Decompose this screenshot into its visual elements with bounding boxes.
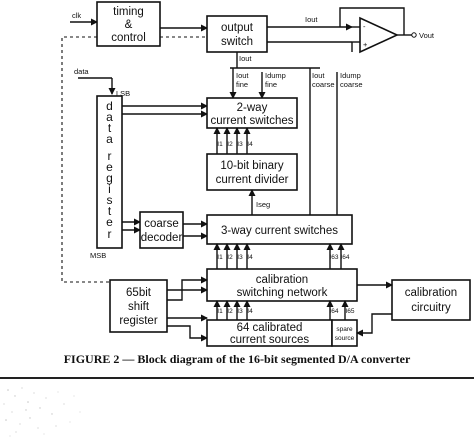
data-register-char: r (108, 149, 112, 163)
iout-bus-label: Iout (239, 54, 252, 63)
tap-label: I3 (237, 308, 243, 315)
timing-control-line3: control (111, 32, 146, 44)
idump-coarse-label-2: coarse (340, 80, 363, 89)
tap-label: I4 (247, 254, 253, 261)
timing-control-line1: timing (113, 6, 144, 18)
data-register-char: e (106, 215, 113, 229)
shift-register-block: 65bit shift register (109, 279, 168, 333)
binary-divider-line1: 10-bit binary (220, 160, 284, 172)
calibration-network-line1: calibration (256, 274, 308, 286)
opamp-minus: - (363, 22, 366, 31)
calibration-circuitry-line1: calibration (405, 287, 457, 299)
shift-to-network-2 (167, 276, 208, 301)
calibration-network-block: calibration switching network (206, 268, 358, 302)
data-register-block: d a t a r e g i s t e r (96, 95, 123, 249)
calib-to-sources (356, 313, 392, 337)
output-switch-line2: switch (221, 36, 253, 48)
three-way-taps: I1 I2 I3 I4 I63 I64 (213, 243, 350, 269)
iout-fine-label-1: Iout (236, 71, 249, 80)
data-register-char: r (108, 227, 112, 241)
tap-label: I4 (247, 141, 253, 148)
feedback-line (339, 7, 405, 35)
tap-label: I65 (345, 308, 354, 315)
coarse-decoder-line1: coarse (144, 218, 179, 230)
idump-coarse-label-1: Idump (340, 71, 361, 80)
data-register-char: s (107, 193, 113, 207)
two-way-line2: current switches (210, 115, 293, 127)
msb-label: MSB (90, 251, 106, 260)
coarse-decoder-line2: decoder (141, 232, 183, 244)
two-way-switch-block: 2-way current switches (206, 97, 298, 129)
data-register-char: i (108, 182, 111, 196)
spare-source-block: spare source (331, 319, 358, 347)
tap-label: I1 (217, 308, 223, 315)
output-switch-line1: output (221, 22, 254, 34)
data-register-char: t (108, 121, 112, 135)
iout-coarse-label-2: coarse (312, 80, 335, 89)
vout-terminal (411, 32, 417, 38)
shift-register-line3: register (119, 315, 158, 327)
idump-fine-label-1: Idump (265, 71, 286, 80)
spare-source-line1: spare (336, 326, 353, 333)
opamp: - + (359, 16, 399, 54)
scan-noise (3, 387, 81, 437)
tap-label: I1 (217, 254, 223, 261)
timing-control-line2: & (125, 19, 133, 31)
tap-label: I64 (329, 308, 338, 315)
lsb-label: LSB (116, 89, 130, 98)
tap-label: I3 (237, 254, 243, 261)
tap-label: I63 (329, 254, 338, 261)
calibrated-sources-line2: current sources (230, 334, 310, 346)
three-way-switch-block: 3-way current switches (206, 214, 353, 245)
data-register-char: a (106, 110, 113, 124)
data-register-char: d (106, 99, 113, 113)
clk-label: clk (72, 11, 81, 20)
iout-coarse-label-1: Iout (312, 71, 325, 80)
calibrated-sources-line1: 64 calibrated (237, 322, 303, 334)
three-way-label: 3-way current switches (221, 225, 338, 237)
tap-label: I4 (247, 308, 253, 315)
calibration-circuitry-line2: circuitry (411, 302, 451, 314)
tap-label: I64 (340, 254, 349, 261)
coarse-decoder-block: coarse decoder (139, 211, 184, 249)
calibration-circuitry-block: calibration circuitry (391, 279, 471, 321)
horizontal-rule (0, 377, 474, 379)
calibrated-sources-block: 64 calibrated current sources (206, 319, 333, 347)
spare-source-line2: source (335, 335, 355, 342)
iout-top-label: Iout (305, 15, 318, 24)
figure-caption: FIGURE 2 — Block diagram of the 16-bit s… (63, 352, 411, 366)
data-register-char: e (106, 160, 113, 174)
data-register-char: a (106, 132, 113, 146)
calibration-taps: I1 I2 I3 I4 I64 I65 (213, 300, 355, 320)
iout-fine-label-2: fine (236, 80, 248, 89)
shift-register-line1: 65bit (126, 287, 152, 299)
shift-register-line2: shift (128, 301, 150, 313)
timing-control-block: timing & control (96, 1, 161, 47)
tap-label: I2 (227, 141, 233, 148)
two-way-line1: 2-way (237, 102, 268, 114)
tap-label: I2 (227, 308, 233, 315)
tap-label: I3 (237, 141, 243, 148)
data-label: data (74, 67, 89, 76)
clock-dashed-line (61, 36, 110, 283)
data-line (78, 77, 116, 95)
two-way-taps: I1 I2 I3 I4 (213, 127, 253, 154)
shift-to-sources-2 (167, 325, 208, 342)
block-diagram: clk data timing & control output switch … (61, 1, 471, 347)
binary-divider-line2: current divider (216, 174, 289, 186)
output-switch-block: output switch (206, 15, 268, 53)
binary-divider-block: 10-bit binary current divider (206, 153, 298, 191)
data-register-char: g (106, 171, 113, 185)
opamp-plus: + (363, 40, 368, 49)
data-register-char: t (108, 204, 112, 218)
tap-label: I2 (227, 254, 233, 261)
calibration-network-line2: switching network (237, 287, 328, 299)
tap-label: I1 (217, 141, 223, 148)
idump-fine-label-2: fine (265, 80, 277, 89)
iseg-label: Iseg (256, 200, 270, 209)
vout-label: Vout (419, 31, 435, 40)
